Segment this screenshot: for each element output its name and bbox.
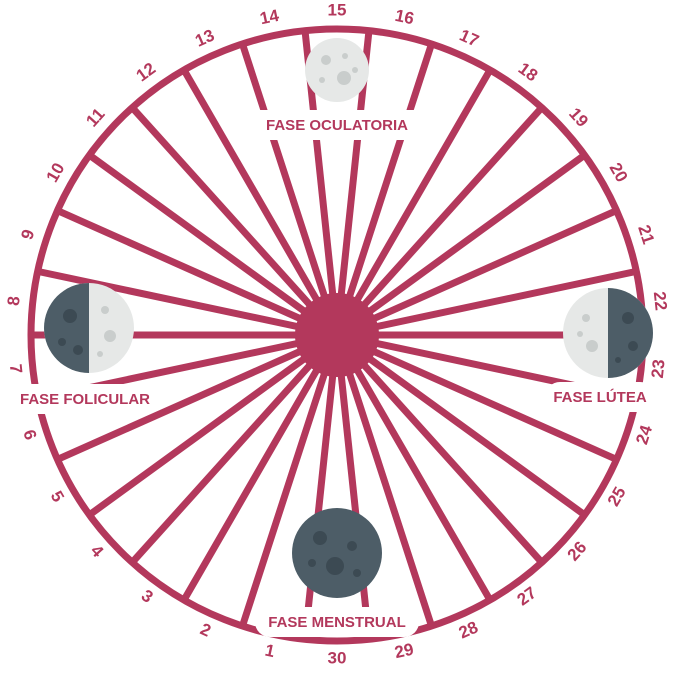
spoke xyxy=(336,267,638,339)
svg-text:FASE MENSTRUAL: FASE MENSTRUAL xyxy=(268,614,406,631)
day-label: 29 xyxy=(393,640,415,663)
spoke xyxy=(239,42,341,337)
phase-label-ovulatory: FASE OCULATORIA xyxy=(244,110,430,140)
day-label: 30 xyxy=(328,648,347,667)
spoke xyxy=(239,333,341,628)
day-label: 12 xyxy=(133,59,159,85)
full-moon-icon xyxy=(305,38,369,102)
spoke xyxy=(129,332,340,565)
spoke xyxy=(87,152,340,338)
day-label: 28 xyxy=(456,618,481,643)
day-label: 6 xyxy=(19,427,40,442)
day-label: 22 xyxy=(650,291,671,312)
day-label: 25 xyxy=(604,484,630,510)
waning-half-moon-icon xyxy=(563,288,653,378)
day-label: 5 xyxy=(47,488,68,506)
spoke xyxy=(87,332,340,518)
phase-label-follicular: FASE FOLICULAR xyxy=(10,384,162,414)
day-label: 26 xyxy=(564,538,591,565)
day-label: 21 xyxy=(634,223,658,247)
new-moon-icon xyxy=(292,508,382,598)
spoke xyxy=(129,105,340,338)
spoke xyxy=(180,68,341,337)
day-label: 11 xyxy=(82,104,108,130)
day-label: 20 xyxy=(606,160,632,186)
spoke xyxy=(333,68,494,337)
day-label: 23 xyxy=(648,358,669,379)
phase-label-menstrual: FASE MENSTRUAL xyxy=(255,607,419,637)
day-label: 9 xyxy=(17,227,38,242)
spoke xyxy=(334,105,545,338)
spoke xyxy=(333,333,494,602)
spoke xyxy=(334,152,587,338)
day-label: 16 xyxy=(393,6,415,29)
day-label: 14 xyxy=(258,6,281,29)
day-label: 27 xyxy=(514,583,540,609)
day-label: 2 xyxy=(197,619,213,640)
day-label: 8 xyxy=(4,295,24,306)
spoke xyxy=(335,331,618,463)
day-label: 17 xyxy=(457,26,482,51)
spoke xyxy=(334,332,587,518)
day-label: 1 xyxy=(263,641,276,662)
svg-text:FASE OCULATORIA: FASE OCULATORIA xyxy=(266,117,408,134)
spoke xyxy=(335,207,618,339)
svg-text:FASE FOLICULAR: FASE FOLICULAR xyxy=(20,391,150,408)
spoke xyxy=(180,333,341,602)
day-label: 7 xyxy=(6,363,26,374)
day-label: 24 xyxy=(632,422,656,446)
spoke xyxy=(56,331,339,463)
spoke xyxy=(334,332,545,565)
spoke xyxy=(56,207,339,339)
spoke xyxy=(333,42,435,337)
svg-text:FASE LÚTEA: FASE LÚTEA xyxy=(553,388,647,406)
day-label: 18 xyxy=(515,59,541,85)
phase-label-luteal: FASE LÚTEA xyxy=(545,382,655,412)
wheel-spokes xyxy=(31,30,643,640)
day-label: 4 xyxy=(87,541,108,561)
day-label: 3 xyxy=(138,586,157,607)
day-label: 19 xyxy=(565,104,592,131)
day-label: 15 xyxy=(328,0,347,19)
day-label: 13 xyxy=(192,26,217,51)
spoke xyxy=(333,333,435,628)
day-label: 10 xyxy=(43,160,69,186)
spoke xyxy=(36,267,338,339)
waxing-half-moon-icon xyxy=(44,283,134,373)
wheel-hub xyxy=(295,293,379,377)
